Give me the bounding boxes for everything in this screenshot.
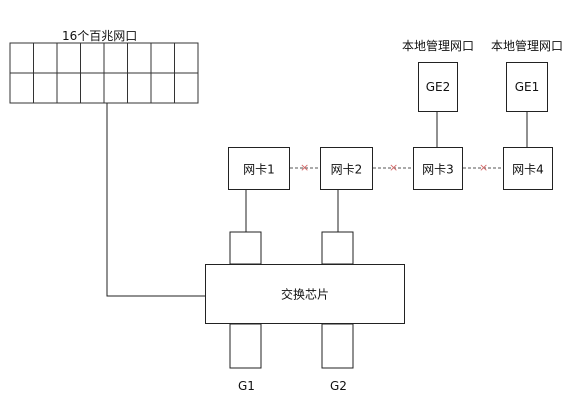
ge1-label: GE1	[514, 80, 540, 94]
switch-ports	[229, 231, 354, 369]
port-bottom-left	[229, 323, 262, 369]
switch-chip-box: 交换芯片	[205, 264, 405, 324]
nic2-label: 网卡2	[330, 162, 363, 176]
nic3-label: 网卡3	[422, 162, 454, 176]
nic4-label: 网卡4	[512, 162, 544, 176]
switch-chip-label: 交换芯片	[280, 287, 329, 302]
panel-to-switch-line	[106, 103, 205, 297]
broken-link-mark-1: ×	[300, 161, 310, 174]
port-panel-title: 16个百兆网口	[62, 29, 138, 43]
port-top-right	[321, 231, 354, 265]
ge2-box: GE2	[418, 62, 458, 112]
connector-lines	[106, 103, 528, 297]
g1-label: G1	[238, 379, 255, 393]
nic1-box: 网卡1	[228, 147, 290, 190]
port-top-left	[229, 231, 262, 265]
management-label-left: 本地管理网口	[402, 39, 475, 53]
broken-link-mark-3: ×	[479, 161, 489, 174]
ge2-label: GE2	[425, 80, 451, 94]
port-panel-grid	[9, 42, 199, 104]
ge1-box: GE1	[506, 62, 548, 112]
management-label-right: 本地管理网口	[491, 39, 564, 53]
nic2-box: 网卡2	[320, 147, 373, 190]
nic3-box: 网卡3	[413, 147, 463, 190]
broken-link-mark-2: ×	[389, 161, 399, 174]
port-bottom-right	[321, 323, 354, 369]
g2-label: G2	[330, 379, 347, 393]
nic4-box: 网卡4	[503, 147, 553, 190]
nic1-label: 网卡1	[243, 162, 275, 176]
